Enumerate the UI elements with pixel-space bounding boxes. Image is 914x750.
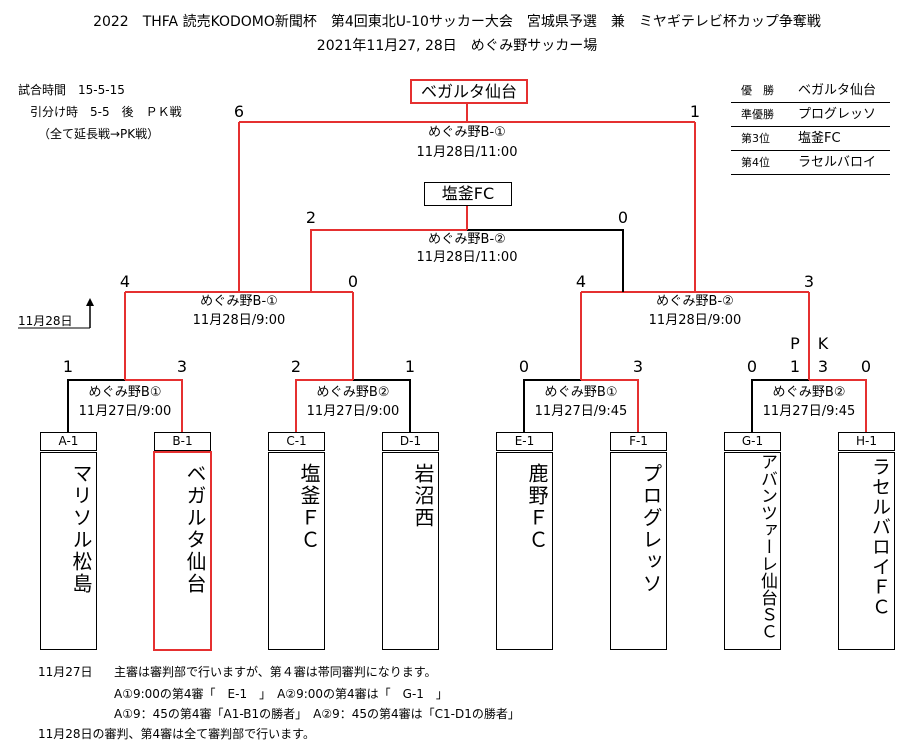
semi1-score-left: 4 — [119, 272, 131, 291]
r1-m2-score-left: 2 — [290, 357, 302, 376]
semi2-time: 11月28日/9:00 — [648, 313, 742, 328]
r1-m4-venue: めぐみ野B② — [772, 385, 846, 400]
final-venue: めぐみ野B-① — [428, 125, 506, 140]
third-score-right: 0 — [617, 208, 629, 227]
team-name: 鹿野ＦＣ — [525, 463, 549, 551]
standings-team: 塩釜FC — [798, 131, 841, 146]
team-name: 塩釜ＦＣ — [297, 463, 321, 551]
final-time: 11月28日/11:00 — [416, 145, 518, 160]
r1-m3-score-left: 0 — [518, 357, 530, 376]
standings-team: プログレッソ — [798, 107, 877, 122]
r1-m4-score-left: 0 — [746, 357, 758, 376]
notes-line-3: A①9：45の第4審「A1-B1の勝者」 A②9：45の第4審は「C1-D1の勝… — [114, 707, 520, 721]
semi2-venue: めぐみ野B-② — [656, 294, 734, 309]
r1-m1-time: 11月27日/9:00 — [78, 404, 172, 419]
team-name: ラセルバロイＦＣ — [869, 457, 891, 617]
team-code-h1: H-1 — [838, 432, 895, 451]
standings-place: 第4位 — [741, 156, 770, 169]
date-venue: 2021年11月27, 28日 めぐみ野サッカー場 — [316, 38, 598, 54]
r1-m2-time: 11月27日/9:00 — [306, 404, 400, 419]
team-name: プログレッソ — [639, 463, 663, 595]
rules-line-3: （全て延長戦→PK戦） — [38, 127, 160, 141]
semi1-score-right: 0 — [347, 272, 359, 291]
standings-place: 第3位 — [741, 132, 770, 145]
r1-m2-venue: めぐみ野B② — [316, 385, 390, 400]
team-box-h1: ラセルバロイＦＣ — [838, 452, 895, 650]
team-box-e1: 鹿野ＦＣ — [496, 452, 553, 650]
semi2-score-left: 4 — [575, 272, 587, 291]
page-title: 2022 THFA 読売KODOMO新聞杯 第4回東北U-10サッカー大会 宮城… — [93, 14, 821, 30]
pk-p-label: P — [790, 334, 800, 353]
notes-date: 11月27日 — [38, 665, 93, 679]
champion-box: ベガルタ仙台 — [410, 79, 528, 104]
team-code-c1: C-1 — [268, 432, 325, 451]
team-code-e1: E-1 — [496, 432, 553, 451]
standings-row-4: 第4位 ラセルバロイ — [731, 151, 890, 175]
team-code-g1: G-1 — [724, 432, 781, 451]
team-box-g1: アバンツァーレ仙台ＳＣ — [724, 452, 781, 650]
final-score-left: 6 — [233, 102, 245, 121]
team-name: ベガルタ仙台 — [183, 463, 207, 595]
team-name: マリソル松島 — [69, 463, 93, 595]
final-score-right: 1 — [689, 102, 701, 121]
r1-m1-score-right: 3 — [176, 357, 188, 376]
r1-m3-score-right: 3 — [632, 357, 644, 376]
notes-line-2: A①9:00の第4審「 E-1 」 A②9:00の第4審は「 G-1 」 — [114, 687, 448, 701]
r1-m1-score-left: 1 — [62, 357, 74, 376]
team-box-d1: 岩沼西 — [382, 452, 439, 650]
third-score-left: 2 — [305, 208, 317, 227]
standings-team: ラセルバロイ — [798, 155, 877, 170]
third-venue: めぐみ野B-② — [428, 232, 506, 247]
r1-m2-score-right: 1 — [404, 357, 416, 376]
team-box-f1: プログレッソ — [610, 452, 667, 650]
standings-team: ベガルタ仙台 — [798, 83, 877, 98]
team-code-b1: B-1 — [154, 432, 211, 451]
team-name: 岩沼西 — [411, 463, 435, 529]
notes-line-1: 主審は審判部で行いますが、第４審は帯同審判になります。 — [114, 665, 437, 679]
team-code-f1: F-1 — [610, 432, 667, 451]
semi1-time: 11月28日/9:00 — [192, 313, 286, 328]
standings-row-2: 準優勝 プログレッソ — [731, 103, 890, 127]
team-box-c1: 塩釜ＦＣ — [268, 452, 325, 650]
team-box-b1: ベガルタ仙台 — [153, 451, 212, 651]
semi1-venue: めぐみ野B-① — [200, 294, 278, 309]
r1-m1-venue: めぐみ野B① — [88, 385, 162, 400]
team-code-d1: D-1 — [382, 432, 439, 451]
pk-score-left: 1 — [789, 357, 801, 376]
pk-score-right: 3 — [817, 357, 829, 376]
r1-m4-score-right: 0 — [860, 357, 872, 376]
standings-row-3: 第3位 塩釜FC — [731, 127, 890, 151]
r1-m3-venue: めぐみ野B① — [544, 385, 618, 400]
team-box-a1: マリソル松島 — [40, 452, 97, 650]
notes-line-4: 11月28日の審判、第4審は全て審判部で行います。 — [38, 727, 315, 741]
standings-place: 準優勝 — [741, 108, 774, 121]
pk-k-label: K — [817, 334, 829, 353]
team-name: アバンツァーレ仙台ＳＣ — [757, 453, 777, 640]
team-code-a1: A-1 — [40, 432, 97, 451]
standings-row-1: 優 勝 ベガルタ仙台 — [731, 79, 890, 103]
rules-line-1: 試合時間 15-5-15 — [18, 83, 125, 97]
rules-line-2: 引分け時 5-5 後 ＰＫ戦 — [30, 105, 182, 119]
third-place-box: 塩釜FC — [424, 182, 512, 206]
r1-m3-time: 11月27日/9:45 — [534, 404, 628, 419]
standings-place: 優 勝 — [741, 84, 774, 97]
third-time: 11月28日/11:00 — [416, 250, 518, 265]
semi2-score-right: 3 — [803, 272, 815, 291]
day-marker: 11月28日 — [18, 314, 73, 328]
r1-m4-time: 11月27日/9:45 — [762, 404, 856, 419]
